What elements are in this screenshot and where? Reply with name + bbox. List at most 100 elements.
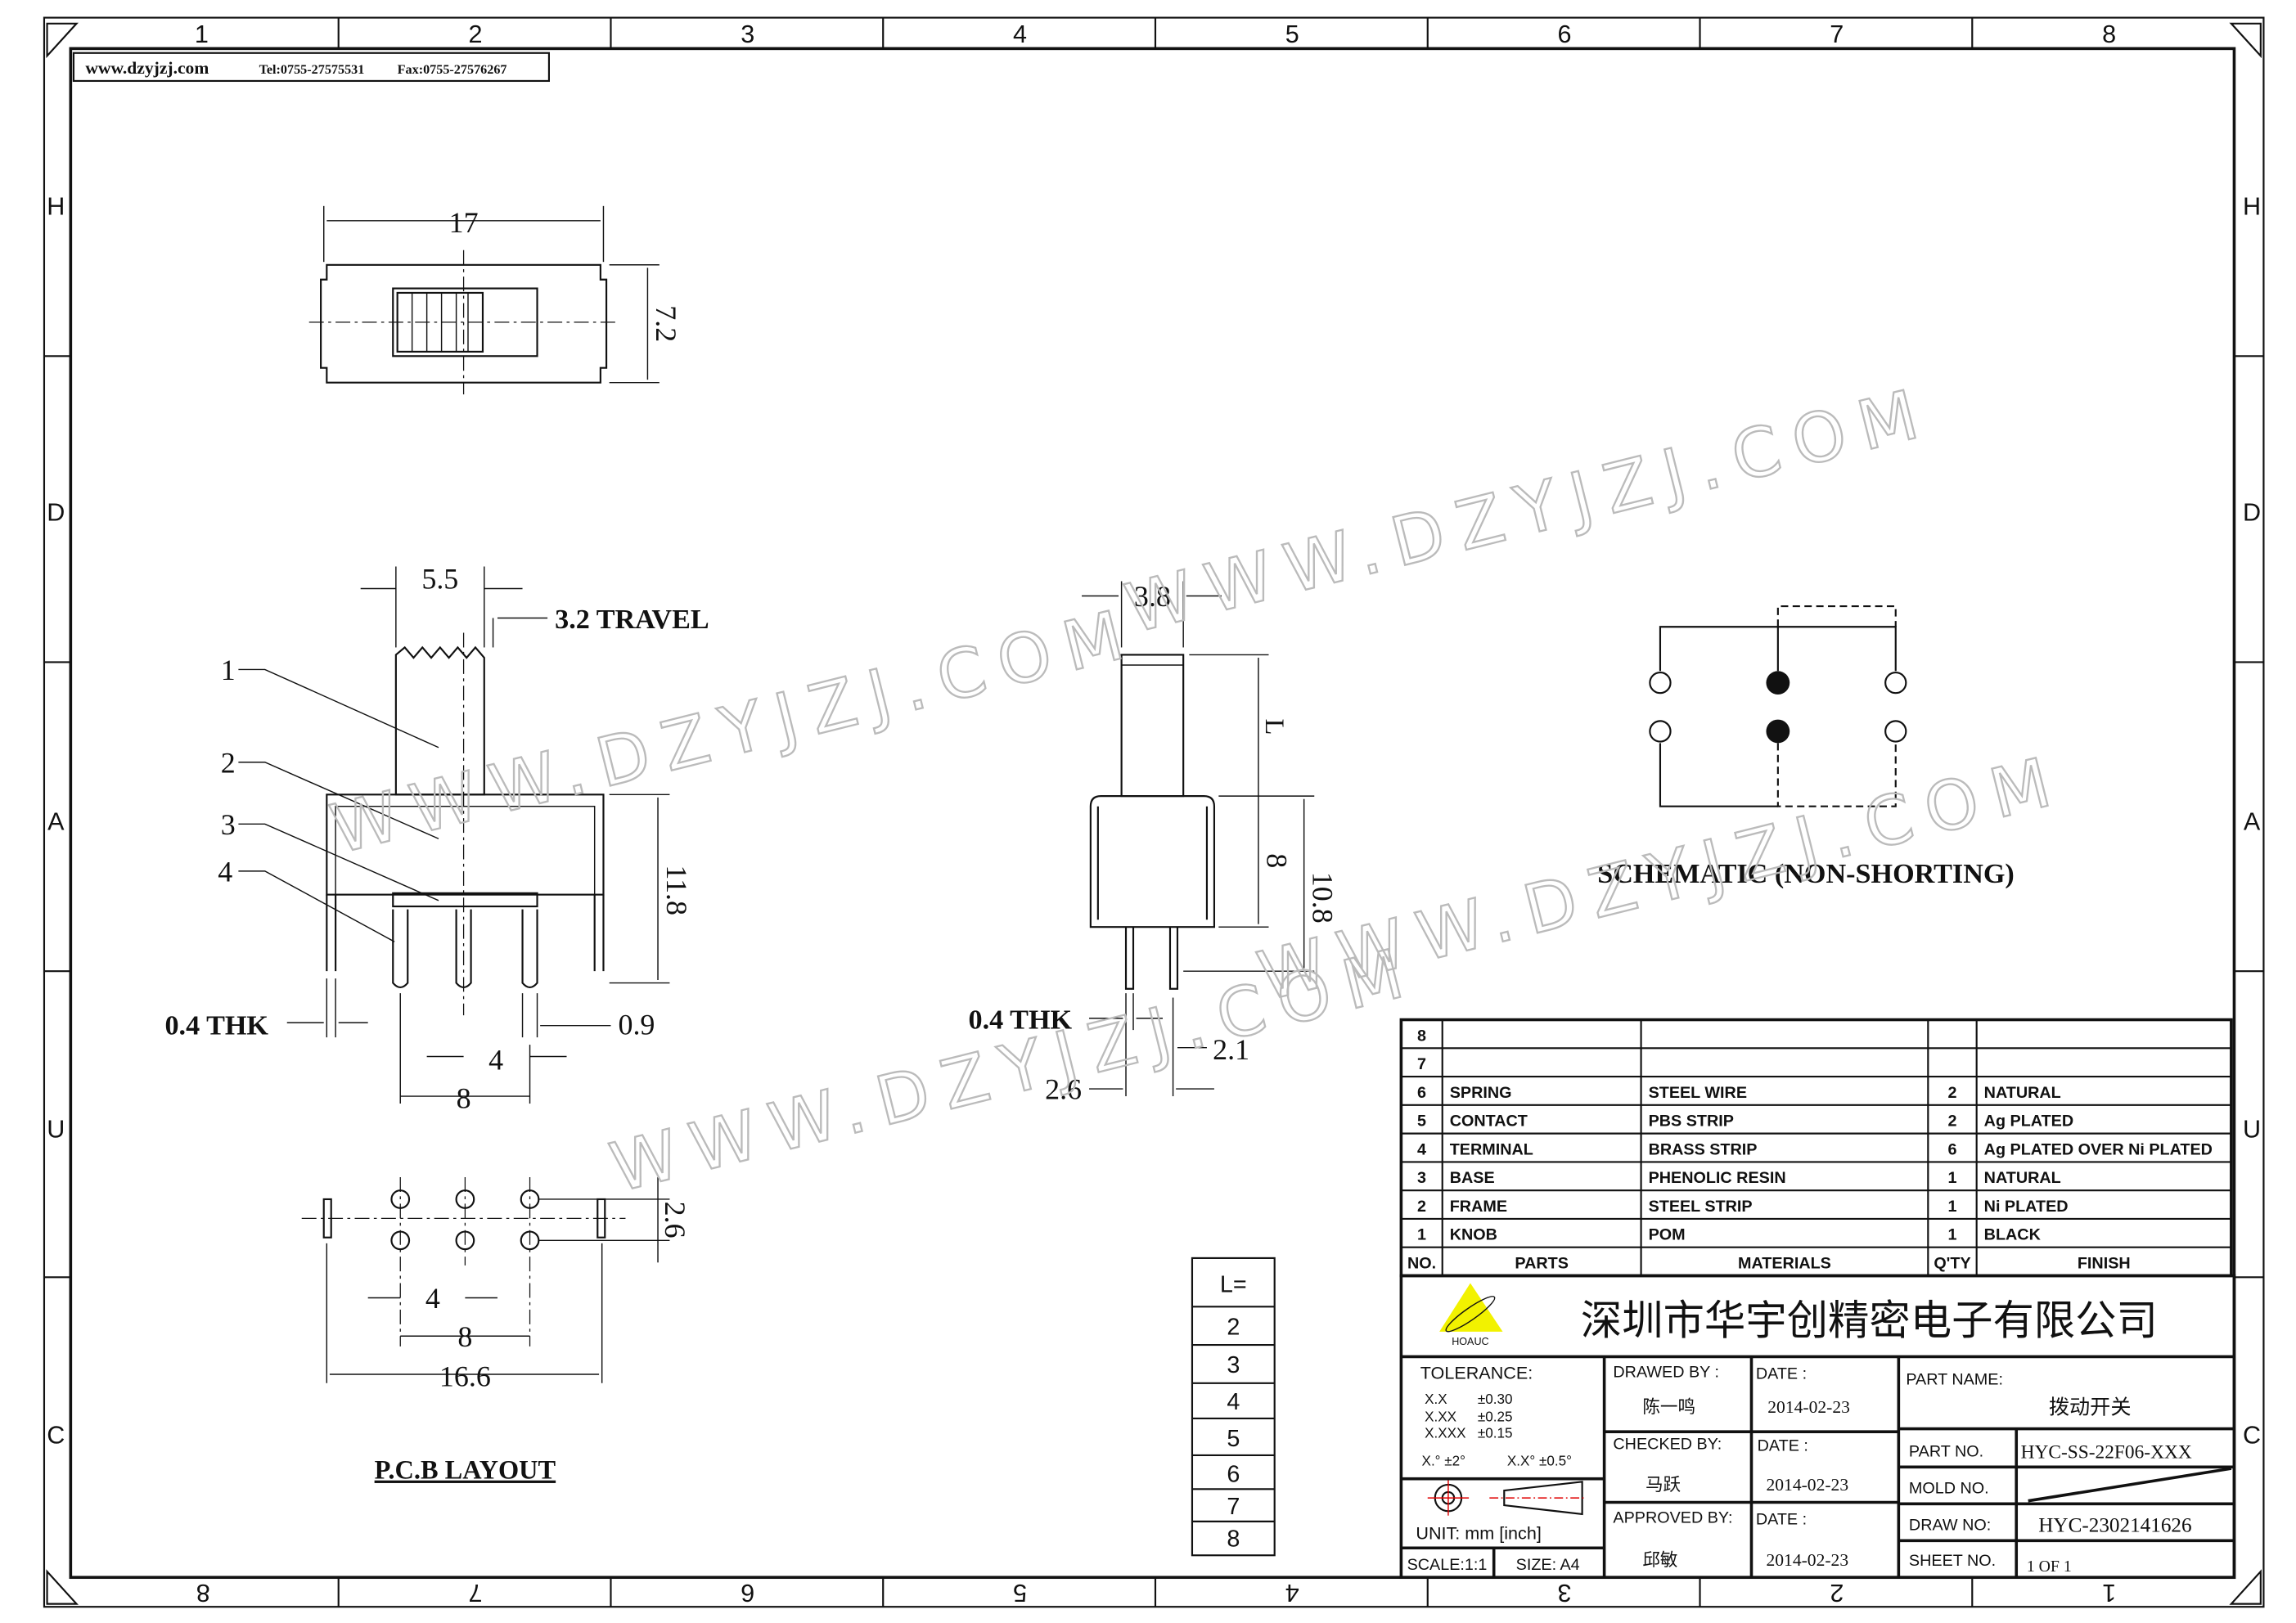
bom-cell-finish: NATURAL — [1984, 1169, 2061, 1187]
angle-tolerance: X.° ±2° — [1422, 1454, 1465, 1469]
approved-by-label: APPROVED BY: — [1613, 1509, 1732, 1527]
bom-cell-no: 4 — [1417, 1140, 1426, 1158]
tolerance-value: ±0.30 — [1478, 1391, 1513, 1407]
bom-cell-finish: Ag PLATED — [1984, 1113, 2073, 1131]
svg-text:HOAUC: HOAUC — [1452, 1336, 1488, 1347]
zone-number: 2 — [1830, 1579, 1844, 1607]
projection-symbol-icon — [1427, 1480, 1587, 1516]
zone-number: 6 — [1558, 20, 1572, 48]
l-table-value: 8 — [1227, 1526, 1240, 1552]
date-checked: 2014-02-23 — [1766, 1475, 1848, 1495]
dim-pin-width: 0.9 — [618, 1009, 655, 1041]
bom-header: MATERIALS — [1738, 1255, 1831, 1273]
dim-knob: 5.5 — [421, 562, 458, 595]
bom-cell-part: TERMINAL — [1450, 1140, 1533, 1158]
zone-number: 8 — [2102, 20, 2116, 48]
corner-triangle-icon — [2229, 22, 2262, 59]
bom-cell-no: 5 — [1417, 1113, 1426, 1131]
zone-number: 6 — [741, 1579, 754, 1607]
dim-thk: 0.4 THK — [164, 1011, 268, 1041]
part-name-label: PART NAME: — [1906, 1371, 2003, 1389]
callout-3: 3 — [221, 808, 236, 841]
zone-letter: D — [2243, 499, 2261, 527]
l-table-value: 6 — [1227, 1461, 1240, 1487]
bom-cell-part: FRAME — [1450, 1198, 1507, 1216]
zone-number: 3 — [741, 20, 754, 48]
zone-number: 1 — [2102, 1579, 2116, 1607]
drawed-by: 陈一鸣 — [1642, 1396, 1695, 1417]
corner-triangle-icon — [46, 22, 79, 59]
zone-number: 2 — [468, 20, 482, 48]
company-logo: HOAUC — [1439, 1283, 1503, 1347]
watermark: WWW.DZYJZJ.COM WWW.DZYJZJ.COM WWW.DZYJZJ… — [322, 371, 2073, 1209]
bom-cell-material: PHENOLIC RESIN — [1649, 1169, 1786, 1187]
tel-text: Tel:0755-27575531 — [259, 63, 365, 77]
l-table-header: L= — [1220, 1271, 1247, 1297]
zone-number: 7 — [1830, 20, 1844, 48]
date-label: DATE : — [1756, 1364, 1807, 1382]
callout-2: 2 — [221, 746, 236, 779]
l-table-value: 2 — [1227, 1314, 1240, 1340]
date-drawed: 2014-02-23 — [1767, 1397, 1850, 1417]
zone-number: 4 — [1285, 1579, 1299, 1607]
length-table: L= 2 3 4 5 6 7 8 — [1191, 1257, 1276, 1557]
bom-cell-qty: 2 — [1947, 1113, 1956, 1131]
dim-body: 8 — [1261, 853, 1294, 868]
title-block: HOAUC 深圳市华宇创精密电子有限公司 TOLERANCE: X.X ±0.3… — [1399, 1274, 2236, 1580]
tolerance-key: X.X — [1425, 1391, 1447, 1407]
zone-letter: C — [2243, 1422, 2261, 1450]
bom-cell-finish: Ag PLATED OVER Ni PLATED — [1984, 1140, 2213, 1158]
callout-4: 4 — [218, 855, 232, 888]
bom-cell-qty: 2 — [1947, 1084, 1956, 1102]
bom-cell-part: SPRING — [1450, 1084, 1512, 1102]
dim-span: 8 — [457, 1320, 472, 1353]
dim-travel: 3.2 TRAVEL — [555, 605, 709, 635]
unit-label: UNIT: mm [inch] — [1416, 1522, 1541, 1543]
checked-by-label: CHECKED BY: — [1613, 1436, 1722, 1454]
zone-letter: U — [2243, 1115, 2261, 1143]
part-no: HYC-SS-22F06-XXX — [2021, 1442, 2192, 1463]
dim-span: 8 — [457, 1081, 471, 1114]
zone-letter: A — [47, 807, 65, 835]
dim-height: 10.8 — [1306, 872, 1339, 924]
tolerance-value: ±0.25 — [1478, 1409, 1513, 1425]
bom-cell-part: CONTACT — [1450, 1113, 1528, 1131]
dim-thk: 0.4 THK — [969, 1005, 1073, 1035]
zone-letter: D — [47, 499, 65, 527]
dim-width: 3.8 — [1134, 580, 1171, 613]
dim-pitch: 4 — [425, 1282, 440, 1315]
zone-number: 8 — [196, 1579, 210, 1607]
bom-cell-part: BASE — [1450, 1169, 1495, 1187]
side-view: 3.8 L 8 10.8 0.4 THK 2.1 2.6 — [969, 580, 1339, 1106]
bom-cell-no: 2 — [1417, 1198, 1426, 1216]
size-label: SIZE: A4 — [1516, 1556, 1580, 1574]
company-name: 深圳市华宇创精密电子有限公司 — [1581, 1297, 2158, 1343]
dim-row-pitch: 2.6 — [659, 1202, 691, 1239]
zone-number: 3 — [1558, 1579, 1572, 1607]
dim-overall: 16.6 — [439, 1360, 491, 1392]
l-table-value: 4 — [1227, 1389, 1240, 1415]
bom-cell-material: BRASS STRIP — [1649, 1140, 1758, 1158]
dim-pitch: 4 — [488, 1044, 503, 1077]
dim-height: 11.8 — [660, 865, 693, 915]
dim-height: 7.2 — [650, 305, 682, 342]
bom-cell-qty: 1 — [1947, 1226, 1956, 1244]
l-table-value: 5 — [1227, 1426, 1240, 1452]
zone-number: 5 — [1013, 1579, 1027, 1607]
bom-cell-finish: BLACK — [1984, 1226, 2042, 1244]
zone-letter: H — [2243, 193, 2261, 221]
dim-pin: 2.1 — [1213, 1033, 1249, 1066]
bom-cell-no: 3 — [1417, 1169, 1426, 1187]
corner-triangle-icon — [46, 1569, 79, 1605]
draw-no-label: DRAW NO: — [1909, 1517, 1991, 1535]
drawing-border: 1 2 3 4 5 6 7 8 1 2 3 4 5 6 7 8 H D A U … — [43, 16, 2265, 1608]
bom-header: Q'TY — [1934, 1255, 1970, 1273]
l-table-value: 7 — [1227, 1494, 1240, 1520]
pcb-layout: 2.6 4 8 16.6 P.C.B LAYOUT — [301, 1176, 691, 1486]
dim-pin-offset: 2.6 — [1045, 1073, 1082, 1106]
date-label: DATE : — [1756, 1510, 1807, 1528]
bom-cell-material: PBS STRIP — [1649, 1113, 1734, 1131]
pcb-layout-title: P.C.B LAYOUT — [375, 1456, 556, 1486]
dim-width: 17 — [449, 206, 479, 239]
